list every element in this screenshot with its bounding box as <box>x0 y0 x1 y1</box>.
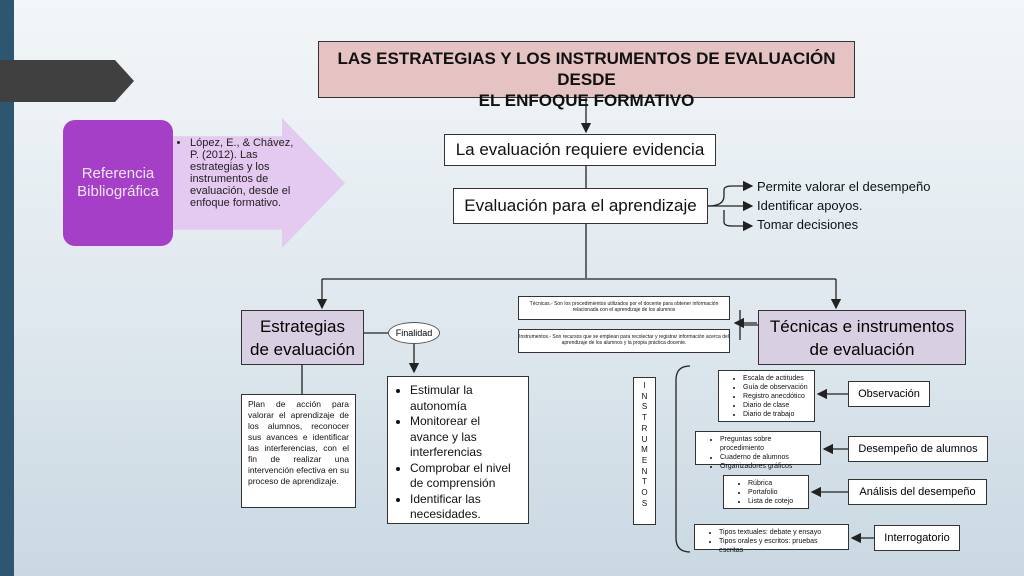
instrument-item: Lista de cotejo <box>748 497 802 506</box>
title-line-2: EL ENFOQUE FORMATIVO <box>478 91 695 110</box>
page-title: LAS ESTRATEGIAS Y LOS INSTRUMENTOS DE EV… <box>318 41 855 110</box>
instrument-item: Preguntas sobre procedimiento <box>720 435 814 453</box>
title-line-1: LAS ESTRATEGIAS Y LOS INSTRUMENTOS DE EV… <box>337 49 836 89</box>
outcome-item: Identificar apoyos. <box>757 198 863 213</box>
tecnicas-definition-box: Técnicas.- Son los procedimientos utiliz… <box>518 296 730 320</box>
vertical-letter: N <box>641 466 648 476</box>
instrument-item: Organizadores gráficos <box>720 462 814 471</box>
vertical-letter: T <box>642 477 647 487</box>
vertical-letter: M <box>641 445 648 455</box>
technique-desempeno: Desempeño de alumnos <box>848 436 988 462</box>
technique-analisis: Análisis del desempeño <box>848 479 987 505</box>
instrument-list-interrogatorio: Tipos textuales: debate y ensayo Tipos o… <box>694 524 849 554</box>
techniques-title-1: Técnicas e instrumentos <box>769 317 955 336</box>
vertical-letter: S <box>641 402 648 412</box>
evidence-box: La evaluación requiere evidencia <box>444 134 716 166</box>
instrumentos-vertical-box: I N S T R U M E N T O S <box>633 377 656 525</box>
left-accent-bar <box>0 0 14 576</box>
strategies-title-2: de evaluación <box>250 340 355 359</box>
technique-observacion: Observación <box>848 381 930 407</box>
technique-label: Interrogatorio <box>884 532 950 544</box>
vertical-letter: N <box>641 391 648 401</box>
instrument-item: Rúbrica <box>748 479 802 488</box>
finalidad-ellipse: Finalidad <box>388 322 440 344</box>
instrument-item: Guía de observación <box>743 383 808 392</box>
purpose-item: Identificar las necesidades. <box>410 492 520 523</box>
instrument-item: Diario de clase <box>743 401 808 410</box>
reference-citation: López, E., & Chávez, P. (2012). Las estr… <box>190 137 298 209</box>
strategies-title-1: Estrategias <box>259 317 346 336</box>
instrument-item: Registro anecdótico <box>743 392 808 401</box>
learning-outcomes: Permite valorar el desempeño Identificar… <box>757 177 957 234</box>
instrument-item: Tipos orales y escritos: pruebas escrita… <box>719 537 842 555</box>
purpose-item: Estimular la autonomía <box>410 383 520 414</box>
vertical-letter: E <box>641 455 648 465</box>
purposes-box: Estimular la autonomía Monitorear el ava… <box>387 376 529 524</box>
vertical-letter: I <box>643 381 646 390</box>
instrument-list-desempeno: Preguntas sobre procedimiento Cuaderno d… <box>695 431 821 470</box>
technique-interrogatorio: Interrogatorio <box>874 525 960 551</box>
strategies-definition-box: Plan de acción para valorar el aprendiza… <box>241 394 356 508</box>
vertical-letter: R <box>641 423 648 433</box>
outcome-item: Permite valorar el desempeño <box>757 179 931 194</box>
instrumentos-definition: Instrumentos.- Son recursos que se emple… <box>519 334 729 346</box>
purpose-item: Monitorear el avance y las interferencia… <box>410 414 520 461</box>
instrument-item: Diario de trabajo <box>743 410 808 419</box>
instrument-list-analisis: Rúbrica Portafolio Lista de cotejo <box>723 475 809 509</box>
learning-label: Evaluación para el aprendizaje <box>464 196 697 215</box>
tecnicas-definition: Técnicas.- Son los procedimientos utiliz… <box>529 301 719 313</box>
strategies-box: Estrategias de evaluación <box>241 310 364 365</box>
instrument-list-observacion: Escala de actitudes Guía de observación … <box>718 370 815 422</box>
finalidad-label: Finalidad <box>395 328 433 338</box>
instrumentos-definition-box: Instrumentos.- Son recursos que se emple… <box>518 329 730 353</box>
outcome-item: Tomar decisiones <box>757 217 859 232</box>
vertical-letter: S <box>641 498 648 508</box>
reference-label: Referencia Bibliográfica <box>77 165 159 200</box>
technique-label: Desempeño de alumnos <box>858 443 978 455</box>
techniques-box: Técnicas e instrumentos de evaluación <box>758 310 966 365</box>
left-tab-shape <box>0 60 134 102</box>
learning-box: Evaluación para el aprendizaje <box>453 188 708 224</box>
instrument-item: Tipos textuales: debate y ensayo <box>719 528 842 537</box>
strategies-definition: Plan de acción para valorar el aprendiza… <box>248 399 349 486</box>
vertical-letter: T <box>642 413 647 423</box>
purpose-item: Comprobar el nivel de comprensión <box>410 461 520 492</box>
vertical-letter: O <box>641 488 648 498</box>
techniques-title-2: de evaluación <box>809 340 915 359</box>
technique-label: Análisis del desempeño <box>859 486 976 498</box>
reference-label-box: Referencia Bibliográfica <box>63 120 173 246</box>
vertical-letter: U <box>641 434 648 444</box>
instrument-item: Escala de actitudes <box>743 374 808 383</box>
instrument-item: Portafolio <box>748 488 802 497</box>
reference-text-block: López, E., & Chávez, P. (2012). Las estr… <box>176 137 298 209</box>
evidence-label: La evaluación requiere evidencia <box>455 140 705 159</box>
instrument-item: Cuaderno de alumnos <box>720 453 814 462</box>
technique-label: Observación <box>858 388 920 400</box>
